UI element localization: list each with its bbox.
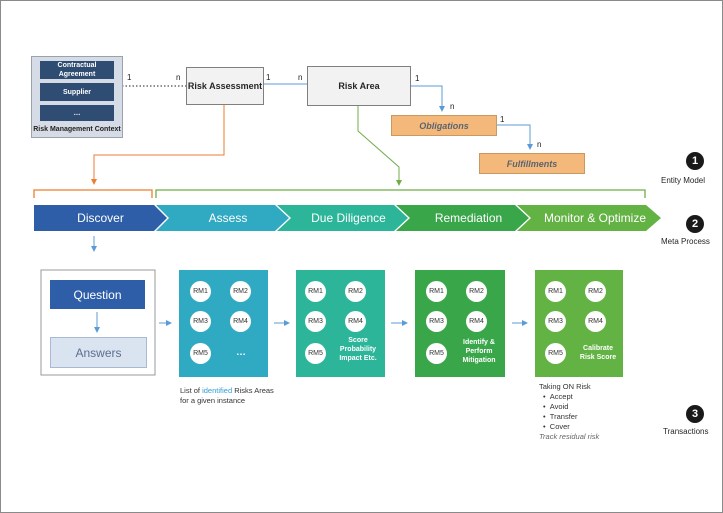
risk-measure-circle[interactable]: RM3	[545, 311, 566, 332]
risk-measure-circle[interactable]: RM2	[230, 281, 251, 302]
monitor-note-item: • Avoid	[543, 402, 569, 411]
entity-obligations[interactable]: Obligations	[391, 115, 497, 136]
monitor-note-item-text: Cover	[549, 422, 570, 431]
risk-measure-circle[interactable]: RM1	[190, 281, 211, 302]
risk-measure-circle[interactable]: RM2	[345, 281, 366, 302]
cardinality-label: 1	[127, 73, 132, 82]
cardinality-label: n	[298, 73, 303, 82]
entity-risk-assessment[interactable]: Risk Assessment	[186, 67, 264, 105]
risk-measure-circle[interactable]: RM5	[305, 343, 326, 364]
assess-note-highlight: identified	[202, 386, 233, 395]
risk-measure-circle[interactable]: RM3	[190, 311, 211, 332]
assess-panel: RM1 RM2 RM3 RM4 RM5 …	[179, 270, 268, 377]
risk-measure-circle[interactable]: RM4	[345, 311, 366, 332]
stage-remediation-label: Remediation	[434, 211, 503, 225]
monitor-note: Taking ON Risk • Accept • Avoid • Transf…	[539, 382, 649, 442]
stage-remediation-shape[interactable]	[396, 205, 529, 231]
section-label: Entity Model	[661, 176, 706, 185]
cardinality-label: 1	[266, 73, 271, 82]
question-box[interactable]: Question	[50, 280, 145, 309]
context-item-more[interactable]: …	[40, 105, 114, 121]
more-indicator: …	[236, 347, 246, 358]
risk-measure-circle[interactable]: RM4	[230, 311, 251, 332]
panel-caption: Calibrate Risk Score	[579, 345, 617, 361]
section-badge: 3	[686, 405, 704, 423]
area-process-link	[357, 105, 402, 186]
monitor-note-item: • Accept	[543, 392, 573, 401]
entity-risk-area[interactable]: Risk Area	[307, 66, 411, 106]
panel-caption: Identify & Perform Mitigation	[462, 339, 496, 364]
monitor-note-item-text: Transfer	[549, 412, 578, 421]
remediation-panel: RM1 RM2 RM3 RM4 RM5 Identify & Perform M…	[415, 270, 505, 377]
stage-due-diligence-shape[interactable]	[277, 205, 408, 231]
obligations-fulfillments-link	[496, 124, 533, 150]
risk-measure-circle[interactable]: RM4	[585, 311, 606, 332]
monitor-note-item: • Cover	[543, 422, 570, 431]
risk-management-context[interactable]: Contractual Agreement Supplier … Risk Ma…	[31, 56, 123, 138]
section-badge: 2	[686, 215, 704, 233]
cardinality-label: 1	[415, 74, 420, 83]
cardinality-label: n	[176, 73, 181, 82]
stage-assess-shape[interactable]	[156, 205, 289, 231]
context-item-supplier[interactable]: Supplier	[40, 83, 114, 101]
risk-measure-circle[interactable]: RM3	[305, 311, 326, 332]
stage-monitor-label: Monitor & Optimize	[543, 211, 647, 225]
area-obligations-link	[410, 85, 445, 112]
risk-measure-circle[interactable]: RM2	[466, 281, 487, 302]
stage-discover-label: Discover	[77, 211, 124, 225]
stage-discover-shape[interactable]	[34, 205, 167, 231]
stage-due-diligence-label: Due Diligence	[311, 211, 386, 225]
risk-measure-circle[interactable]: RM1	[545, 281, 566, 302]
assessment-discover-link	[91, 105, 225, 185]
context-item-contractual-agreement[interactable]: Contractual Agreement	[40, 61, 114, 79]
section-label: Transactions	[663, 427, 709, 436]
entity-fulfillments[interactable]: Fulfillments	[479, 153, 585, 174]
cardinality-label: n	[450, 102, 455, 111]
cardinality-label: 1	[500, 115, 505, 124]
due-diligence-panel: RM1 RM2 RM3 RM4 RM5 Score Probability Im…	[296, 270, 385, 377]
section-label: Meta Process	[661, 237, 710, 246]
monitor-note-item-text: Avoid	[549, 402, 569, 411]
cardinality-label: n	[537, 140, 542, 149]
process-bracket	[155, 189, 646, 198]
risk-measure-circle[interactable]: RM5	[426, 343, 447, 364]
risk-measure-circle[interactable]: RM3	[426, 311, 447, 332]
assess-note-line2: for a given instance	[180, 396, 246, 405]
risk-measure-circle[interactable]: RM2	[585, 281, 606, 302]
monitor-note-item: • Transfer	[543, 412, 578, 421]
panel-caption: Score Probability Impact Etc.	[339, 337, 377, 362]
stage-assess-label: Assess	[208, 211, 248, 225]
risk-measure-circle[interactable]: RM1	[305, 281, 326, 302]
monitor-note-footer: Track residual risk	[539, 432, 600, 441]
assess-note-suffix: Risks Areas	[232, 386, 274, 395]
risk-measure-circle[interactable]: RM4	[466, 311, 487, 332]
section-badge: 1	[686, 152, 704, 170]
risk-measure-circle[interactable]: RM5	[545, 343, 566, 364]
monitor-panel: RM1 RM2 RM3 RM4 RM5 Calibrate Risk Score	[535, 270, 623, 377]
stage-monitor-shape[interactable]	[517, 205, 661, 231]
risk-measure-circle[interactable]: RM1	[426, 281, 447, 302]
context-label: Risk Management Context	[33, 126, 121, 133]
discover-bracket	[33, 189, 153, 198]
risk-measure-circle[interactable]: RM5	[190, 343, 211, 364]
monitor-note-item-text: Accept	[549, 392, 573, 401]
assess-note: List of identified Risks Areas for a giv…	[180, 386, 320, 406]
monitor-note-title: Taking ON Risk	[539, 382, 591, 391]
assess-note-prefix: List of	[180, 386, 203, 395]
answers-box[interactable]: Answers	[50, 337, 147, 368]
